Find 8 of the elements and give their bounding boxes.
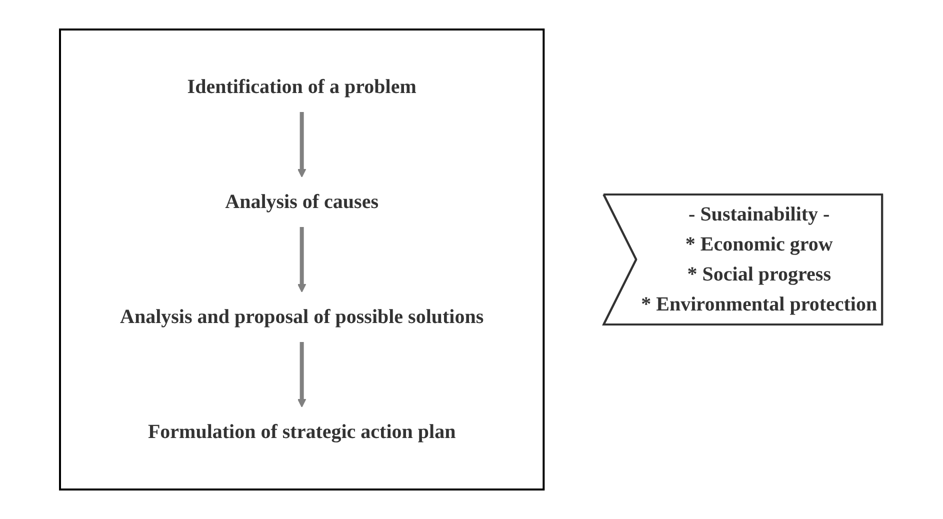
arrow (298, 342, 307, 408)
node-text: Identification of a problem (188, 76, 417, 98)
arrow (298, 112, 307, 178)
node-text: Analysis of causes (226, 191, 379, 213)
node-text: Analysis and proposal of possible solutions (120, 306, 484, 328)
arrow (298, 227, 307, 292)
cluster (59, 28, 546, 490)
node-text: Formulation of strategic action plan (148, 421, 456, 443)
